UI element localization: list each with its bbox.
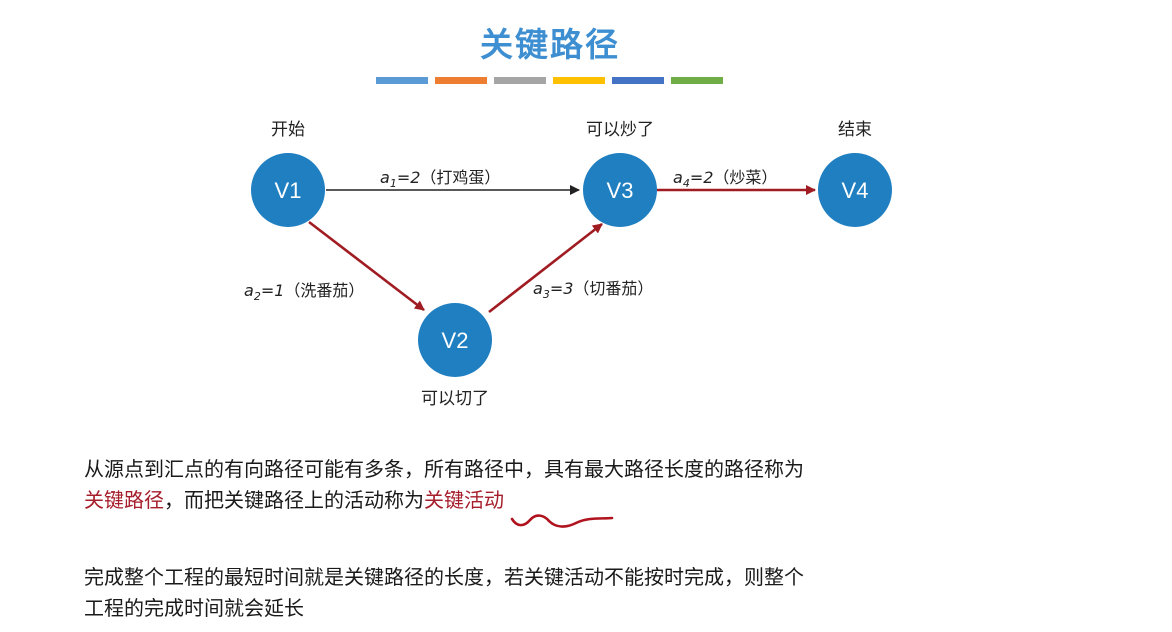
edge-label-a4: a4=2（炒菜）	[673, 168, 777, 190]
slide-title: 关键路径	[480, 25, 620, 64]
definition-paragraph: 从源点到汇点的有向路径可能有多条，所有路径中，具有最大路径长度的路径称为 关键路…	[84, 454, 1044, 516]
node-v4-caption: 结束	[838, 120, 872, 140]
node-v2-caption: 可以切了	[421, 389, 489, 409]
definition-mid-text: ，而把关键路径上的活动称为	[164, 488, 424, 512]
node-v3: V3	[583, 153, 657, 227]
definition-line-1: 从源点到汇点的有向路径可能有多条，所有路径中，具有最大路径长度的路径称为	[84, 457, 804, 481]
color-bar-segment	[435, 77, 487, 84]
definition-line-2: 关键路径，而把关键路径上的活动称为关键活动	[84, 485, 1044, 516]
term-critical-activity: 关键活动	[424, 488, 504, 512]
edge-v1-v2	[308, 220, 425, 312]
color-bar-segment	[671, 77, 723, 84]
underline-scribble	[510, 514, 614, 528]
node-v3-caption: 可以炒了	[586, 120, 654, 140]
conclusion-line-1: 完成整个工程的最短时间就是关键路径的长度，若关键活动不能按时完成，则整个	[84, 565, 804, 589]
node-v1-label: V1	[275, 178, 302, 203]
conclusion-paragraph: 完成整个工程的最短时间就是关键路径的长度，若关键活动不能按时完成，则整个 工程的…	[84, 562, 1044, 624]
edge-label-a1: a1=2（打鸡蛋）	[380, 168, 500, 190]
edge-v2-v3	[488, 222, 603, 314]
node-v2: V2	[418, 303, 492, 377]
color-bar-segment	[553, 77, 605, 84]
node-v2-label: V2	[442, 328, 469, 353]
color-bar-segment	[612, 77, 664, 84]
color-bar-segment	[494, 77, 546, 84]
term-critical-path: 关键路径	[84, 488, 164, 512]
color-bar-segment	[376, 77, 428, 84]
node-v3-label: V3	[607, 178, 634, 203]
node-v1: V1	[251, 153, 325, 227]
node-v4-label: V4	[842, 178, 869, 203]
edge-label-a3: a3=3（切番茄）	[533, 279, 653, 301]
conclusion-line-2: 工程的完成时间就会延长	[84, 596, 304, 620]
node-v4: V4	[818, 153, 892, 227]
edge-label-a2: a2=1（洗番茄）	[244, 281, 364, 303]
node-v1-caption: 开始	[271, 120, 305, 140]
